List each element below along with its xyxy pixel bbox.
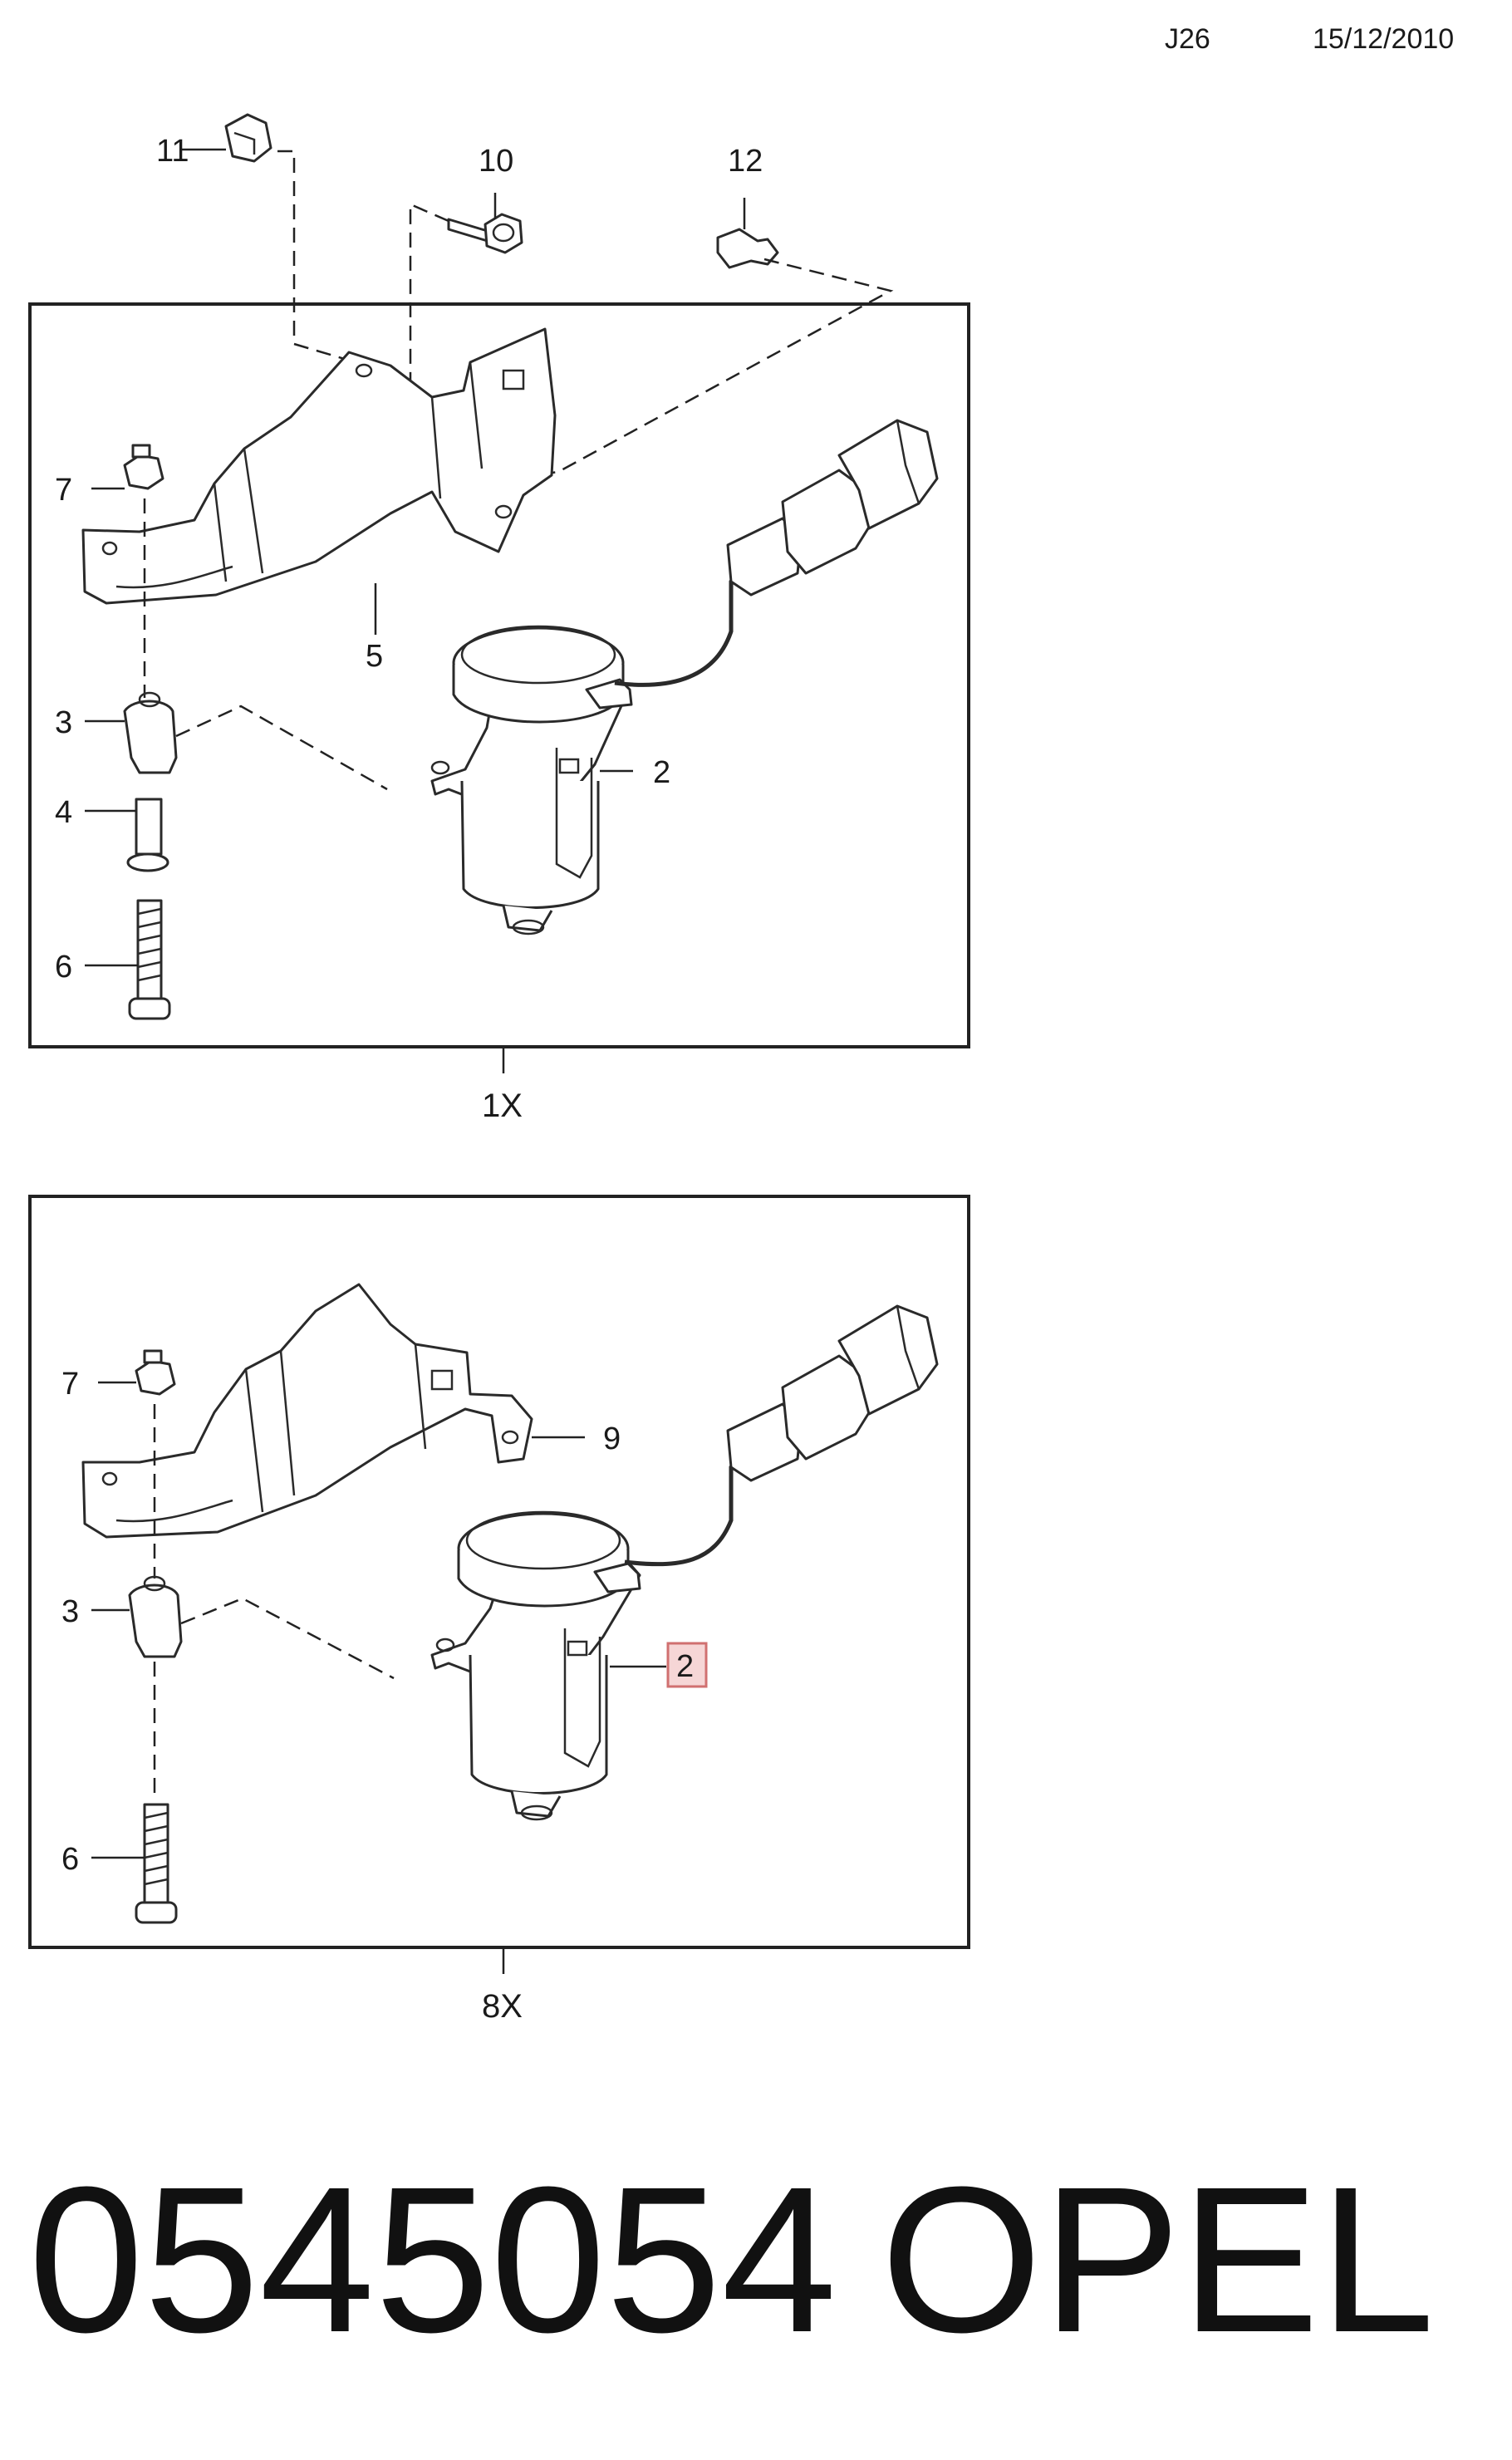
callout-2-highlight[interactable]: 2 [666, 1642, 708, 1688]
sleeve-4-icon[interactable] [126, 798, 169, 872]
panel-1-frame [28, 302, 970, 1048]
dash-3 [175, 705, 388, 791]
grommet-3-icon[interactable] [123, 691, 178, 774]
callout-2-highlighted: 2 [676, 1649, 694, 1684]
bolt-6-icon[interactable] [135, 1803, 178, 1924]
callout-9: 9 [603, 1421, 621, 1456]
panel-1-quantity: 1X [482, 1088, 523, 1124]
callout-7: 7 [55, 473, 72, 508]
grommet-3-icon[interactable] [128, 1575, 183, 1658]
vacuum-pump-2[interactable] [430, 1510, 641, 1821]
panel-2-frame [28, 1195, 970, 1949]
callout-4: 4 [55, 795, 72, 830]
panel-1: 11 10 12 7 5 3 2 4 6 1X [28, 113, 970, 1124]
bolt-10-icon[interactable] [447, 213, 523, 254]
wiring-connector[interactable] [624, 1304, 939, 1567]
panel-2: 2 7 9 3 6 8X [28, 1195, 970, 2025]
dash-10 [409, 203, 449, 384]
bracket-9[interactable] [81, 1283, 533, 1539]
callout-7b: 7 [61, 1367, 79, 1402]
callout-6: 6 [55, 950, 72, 984]
callout-11: 11 [156, 134, 189, 169]
page-code: J26 [1165, 23, 1210, 55]
page-date: 15/12/2010 [1313, 23, 1454, 55]
bolt-6-icon[interactable] [128, 899, 171, 1020]
callout-6b: 6 [61, 1842, 79, 1877]
nut-7-icon[interactable] [123, 444, 164, 490]
panel-2-quantity: 8X [482, 1988, 523, 2025]
part-number: 0545054 [28, 2143, 837, 2375]
clip-11-icon[interactable] [224, 113, 272, 163]
dash-3b [180, 1597, 395, 1680]
callout-10: 10 [479, 144, 513, 179]
callout-2: 2 [653, 755, 670, 790]
vacuum-pump-2[interactable] [430, 625, 633, 935]
callout-3b: 3 [61, 1594, 79, 1629]
callout-3: 3 [55, 705, 72, 740]
wiring-connector[interactable] [614, 419, 939, 687]
nut-7-icon[interactable] [135, 1349, 176, 1396]
callout-12: 12 [728, 144, 763, 179]
dash-12 [531, 258, 894, 477]
callout-5: 5 [366, 639, 383, 674]
bracket-5[interactable] [81, 327, 557, 605]
clip-12-icon[interactable] [716, 228, 779, 269]
dash-11 [277, 150, 356, 364]
brand-name: OPEL [881, 2143, 1435, 2375]
